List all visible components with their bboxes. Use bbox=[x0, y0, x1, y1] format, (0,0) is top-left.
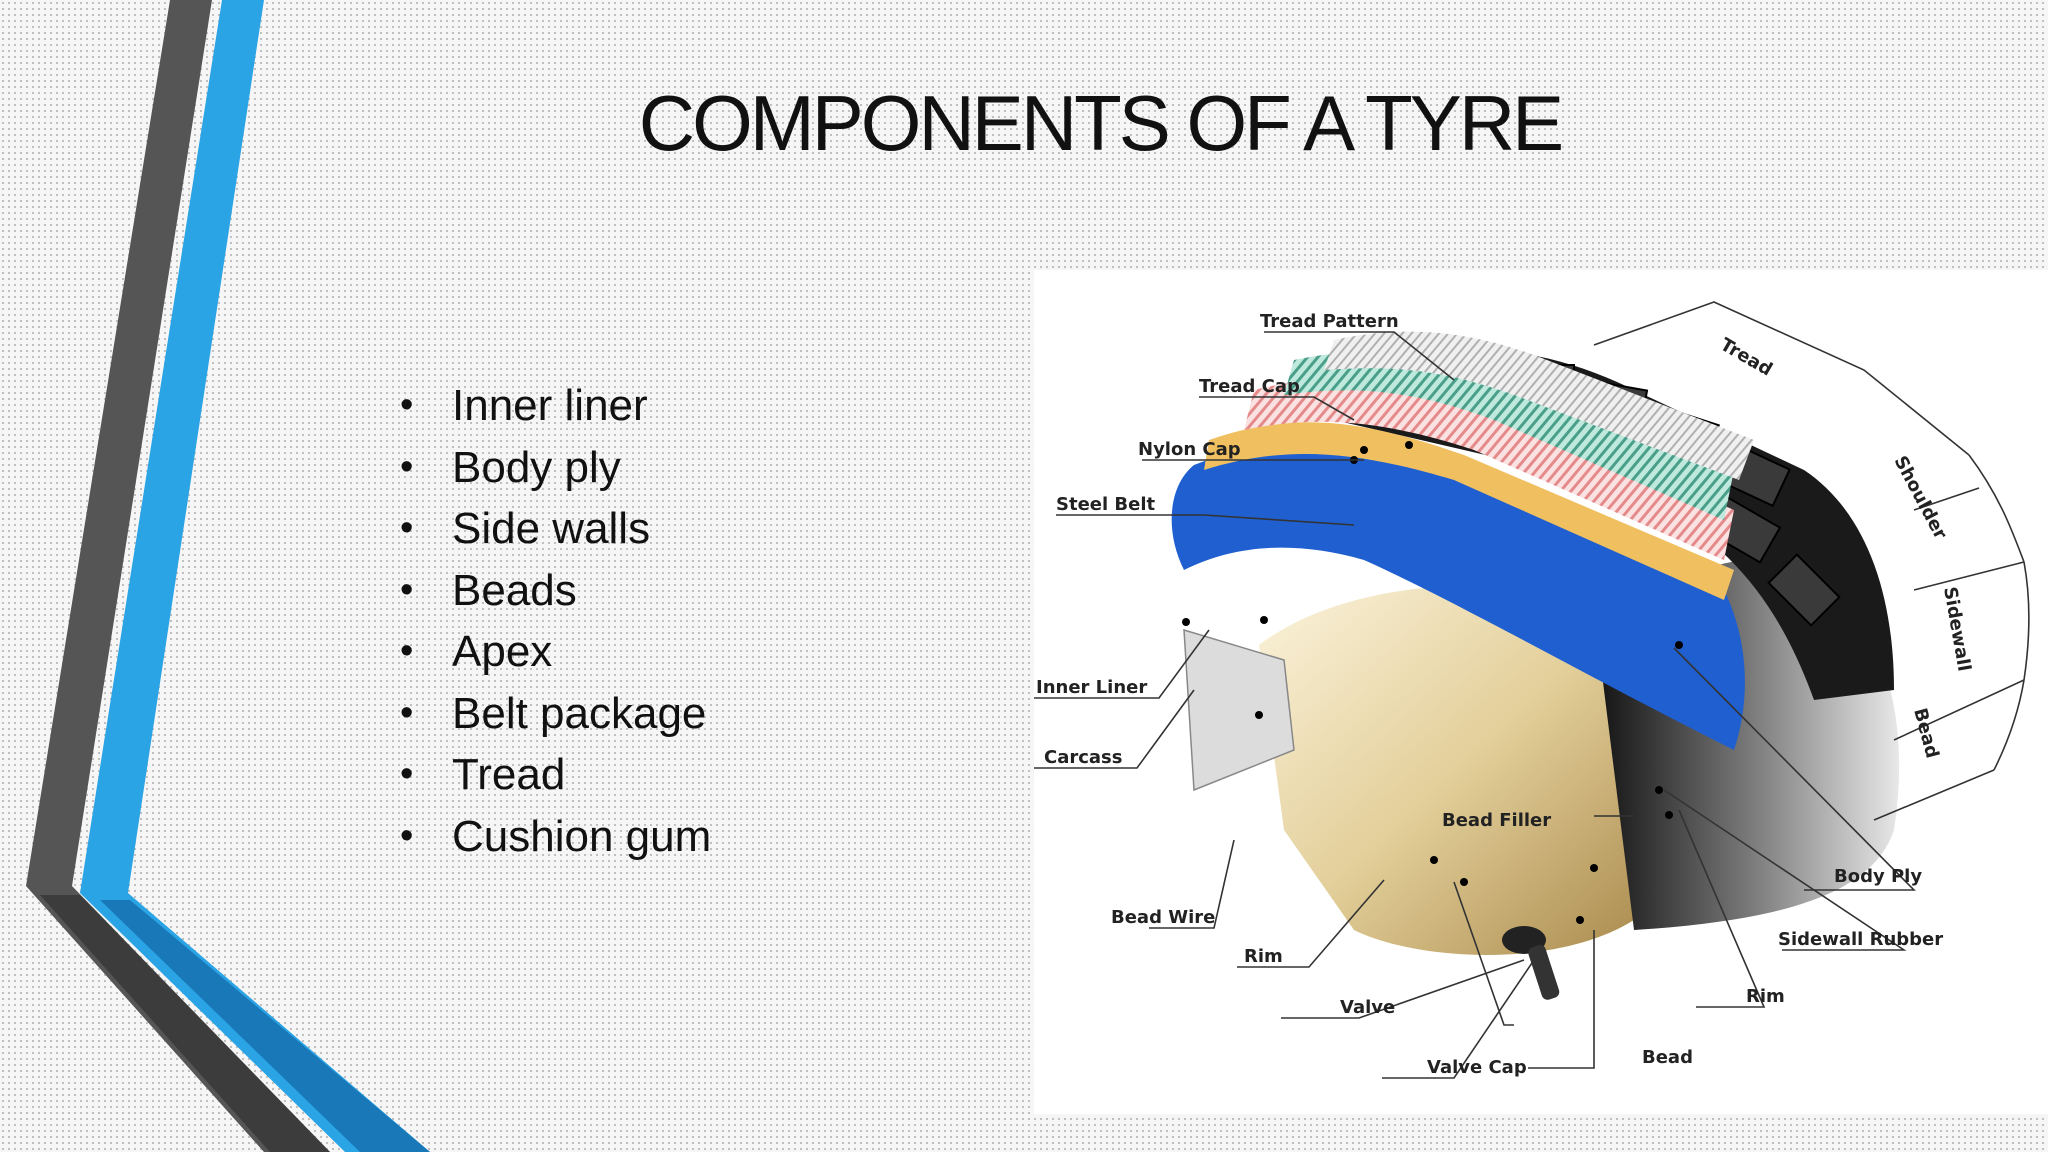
label-valve-cap: Valve Cap bbox=[1427, 1057, 1527, 1078]
bullet-icon: • bbox=[400, 814, 414, 857]
tyre-diagram-panel: Tread Pattern Tread Cap Nylon Cap Steel … bbox=[1034, 270, 2048, 1114]
bullet-icon: • bbox=[400, 753, 414, 795]
label-bead-zone: Bead bbox=[1909, 706, 1942, 761]
label-tread-cap: Tread Cap bbox=[1199, 376, 1300, 397]
nylon-cap-layer bbox=[1324, 331, 1754, 480]
belt-layer bbox=[1284, 351, 1734, 520]
label-shoulder-zone: Shoulder bbox=[1890, 452, 1951, 542]
rim-shape bbox=[1259, 586, 1654, 955]
label-rim-left: Rim bbox=[1244, 946, 1283, 967]
label-tread-pattern: Tread Pattern bbox=[1260, 311, 1399, 332]
bullet-icon: • bbox=[400, 630, 414, 672]
label-bead-filler: Bead Filler bbox=[1442, 810, 1551, 831]
list-item: • Cushion gum bbox=[400, 806, 711, 868]
list-item: • Tread bbox=[400, 744, 711, 806]
label-rim-right: Rim bbox=[1746, 986, 1785, 1007]
slide-title: COMPONENTS OF A TYRE bbox=[638, 79, 1564, 167]
label-nylon-cap: Nylon Cap bbox=[1138, 439, 1241, 460]
list-item-label: Side walls bbox=[452, 504, 651, 553]
dark-stripe bbox=[26, 0, 330, 1152]
valve-shape bbox=[1502, 926, 1560, 1000]
bullet-icon: • bbox=[400, 691, 414, 734]
list-item-label: Tread bbox=[452, 750, 566, 799]
list-item-label: Beads bbox=[452, 565, 577, 615]
list-item-label: Cushion gum bbox=[452, 811, 712, 861]
blue-lower-stripe bbox=[100, 900, 430, 1152]
label-bead: Bead bbox=[1642, 1047, 1693, 1068]
list-item: • Body ply bbox=[400, 437, 711, 499]
list-item-label: Body ply bbox=[452, 442, 621, 492]
bullet-icon: • bbox=[400, 384, 414, 426]
list-item: • Beads bbox=[400, 560, 711, 622]
label-valve: Valve bbox=[1340, 997, 1395, 1018]
label-inner-liner: Inner Liner bbox=[1036, 677, 1147, 698]
label-steel-belt: Steel Belt bbox=[1056, 494, 1156, 515]
list-item: • Apex bbox=[400, 621, 711, 683]
carcass-block bbox=[1183, 628, 1295, 792]
label-sidewall-zone: Sidewall bbox=[1939, 585, 1975, 673]
label-sidewall-rubber: Sidewall Rubber bbox=[1778, 929, 1943, 950]
dark-lower-stripe bbox=[40, 895, 330, 1152]
label-carcass: Carcass bbox=[1044, 747, 1122, 768]
blue-stripe bbox=[80, 0, 430, 1152]
bullet-icon: • bbox=[400, 568, 414, 611]
steel-belt-layer bbox=[1244, 378, 1734, 560]
list-item-label: Belt package bbox=[452, 688, 707, 738]
component-list: • Inner liner • Body ply • Side walls • Bead… bbox=[400, 375, 711, 867]
list-item: • Belt package bbox=[400, 683, 711, 745]
list-item: • Side walls bbox=[400, 498, 711, 560]
bullet-icon: • bbox=[400, 445, 414, 488]
bullet-icon: • bbox=[400, 507, 414, 549]
right-leader-lines bbox=[1663, 647, 1916, 1008]
list-item-label: Apex bbox=[452, 627, 553, 676]
tyre-cross-section-diagram: Tread Pattern Tread Cap Nylon Cap Steel … bbox=[1034, 301, 2030, 1079]
label-tread-zone: Tread bbox=[1717, 334, 1776, 380]
list-item: • Inner liner bbox=[400, 375, 711, 437]
label-body-ply: Body Ply bbox=[1834, 866, 1922, 887]
leader-lines bbox=[1034, 331, 1634, 1079]
zone-brackets bbox=[1593, 301, 2030, 821]
label-bead-wire: Bead Wire bbox=[1111, 907, 1215, 928]
body-ply-band bbox=[1171, 442, 1745, 750]
apex-band bbox=[1204, 422, 1734, 600]
list-item-label: Inner liner bbox=[452, 381, 648, 430]
